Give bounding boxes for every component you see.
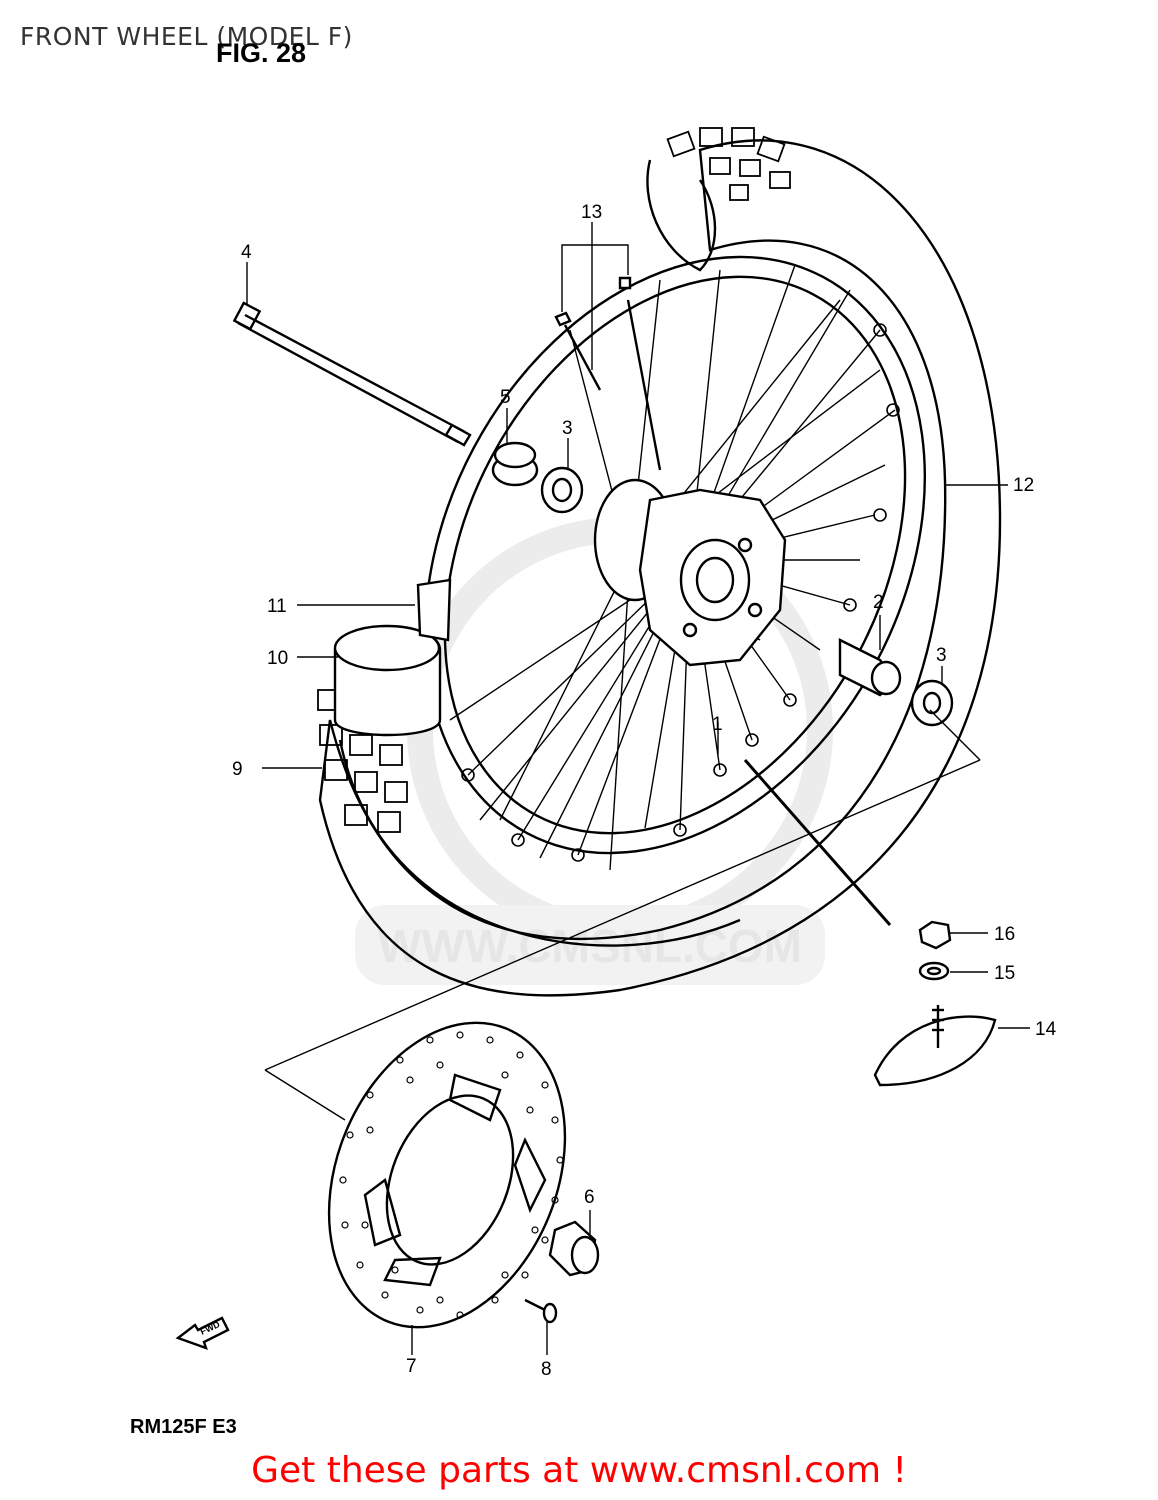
callout-12: 12	[1013, 475, 1034, 496]
callout-8: 8	[541, 1359, 552, 1380]
disc-bolt	[524, 1298, 558, 1324]
spoke-nipple-parts	[554, 276, 662, 471]
footer-link[interactable]: Get these parts at www.cmsnl.com !	[251, 1450, 907, 1491]
front-axle	[232, 301, 472, 447]
callout-5: 5	[500, 387, 511, 408]
callout-1: 1	[712, 714, 723, 735]
wheel-bearing-right	[910, 679, 954, 727]
model-code: RM125F E3	[130, 1416, 237, 1438]
axle-spacer	[491, 441, 539, 487]
callout-14: 14	[1035, 1019, 1057, 1040]
bearing-spacer	[838, 638, 902, 697]
callout-3b: 3	[936, 645, 947, 666]
brake-disc	[327, 1021, 567, 1329]
tire-tread-top	[666, 127, 791, 201]
callout-3a: 3	[562, 418, 573, 439]
callout-6: 6	[584, 1187, 595, 1208]
brake-disc-holes	[339, 1031, 564, 1319]
callout-13: 13	[581, 202, 602, 223]
callout-9: 9	[232, 759, 243, 780]
fwd-arrow-icon	[175, 1316, 230, 1350]
rim-lock	[873, 920, 997, 1087]
page-title: FRONT WHEEL (MODEL F)	[20, 22, 353, 51]
callout-11: 11	[267, 596, 287, 617]
callout-10: 10	[267, 648, 288, 669]
figure-label: FIG. 28	[216, 38, 307, 68]
callout-16: 16	[994, 924, 1015, 945]
callout-4: 4	[241, 242, 252, 263]
leader-lines	[246, 222, 1030, 1355]
wheel-bearing-left	[540, 466, 584, 514]
inner-tube	[333, 624, 442, 737]
disc-collar	[548, 1220, 600, 1277]
callout-15: 15	[994, 963, 1015, 984]
spoke-nipples	[461, 323, 900, 862]
callout-7: 7	[406, 1356, 417, 1377]
hub	[593, 478, 787, 667]
rim-band	[416, 578, 452, 642]
callout-2: 2	[873, 592, 884, 613]
